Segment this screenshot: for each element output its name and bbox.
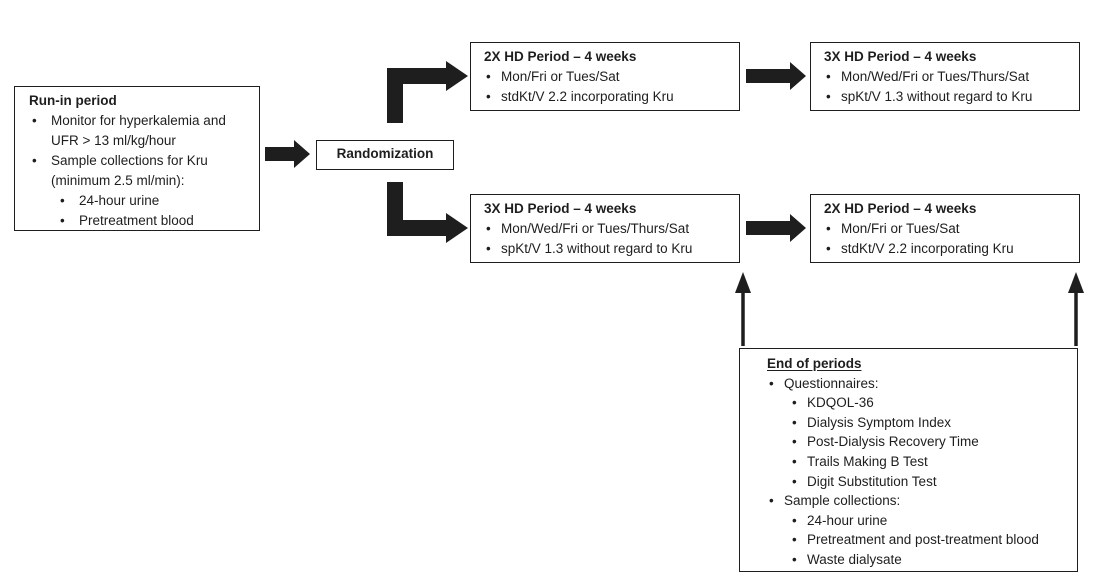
bullet-item: spKt/V 1.3 without regard to Kru xyxy=(484,239,733,259)
end-of-periods-bullet-list: Questionnaires: KDQOL-36 Dialysis Sympto… xyxy=(767,374,1071,570)
period-box-title: 2X HD Period – 4 weeks xyxy=(484,49,637,64)
bullet-text: Pretreatment blood xyxy=(79,213,194,228)
period-box-title: 3X HD Period – 4 weeks xyxy=(484,201,637,216)
bullet-item: stdKt/V 2.2 incorporating Kru xyxy=(824,239,1073,259)
elbow-arrow-up-to-2x-icon xyxy=(387,61,468,123)
bullet-text: Pretreatment and post-treatment blood xyxy=(807,532,1039,548)
bullet-item: Questionnaires: KDQOL-36 Dialysis Sympto… xyxy=(767,374,1071,492)
arm1-period2-3x-hd-box: 3X HD Period – 4 weeks Mon/Wed/Fri or Tu… xyxy=(810,42,1080,111)
bullet-text: Mon/Fri or Tues/Sat xyxy=(501,69,620,84)
sub-bullet-list: 24-hour urine Pretreatment and post-trea… xyxy=(790,511,1071,570)
bullet-text: Digit Substitution Test xyxy=(807,473,937,489)
elbow-arrow-down-to-3x-icon xyxy=(387,182,468,243)
sub-bullet-item: Waste dialysate xyxy=(790,550,1071,570)
bullet-text: Trails Making B Test xyxy=(807,453,928,469)
sub-bullet-item: Post-Dialysis Recovery Time xyxy=(790,432,1071,452)
sub-bullet-list: 24-hour urine Pretreatment blood xyxy=(57,191,253,231)
bullet-text: Post-Dialysis Recovery Time xyxy=(807,434,979,450)
bullet-text: spKt/V 1.3 without regard to Kru xyxy=(501,241,693,256)
bullet-item: Sample collections for Kru (minimum 2.5 … xyxy=(29,151,253,231)
bullet-text: Sample collections for Kru (minimum 2.5 … xyxy=(51,153,208,188)
sub-bullet-item: Pretreatment blood xyxy=(57,211,253,231)
bullet-list: Mon/Fri or Tues/Sat stdKt/V 2.2 incorpor… xyxy=(824,219,1073,259)
bullet-text: 24-hour urine xyxy=(79,193,160,208)
bullet-list: Mon/Wed/Fri or Tues/Thurs/Sat spKt/V 1.3… xyxy=(824,67,1073,107)
randomization-box: Randomization xyxy=(316,140,454,170)
arrow-3x-to-2x-icon xyxy=(746,214,806,242)
bullet-text: Questionnaires: xyxy=(784,375,879,391)
arm2-period1-3x-hd-box: 3X HD Period – 4 weeks Mon/Wed/Fri or Tu… xyxy=(470,194,740,263)
bullet-item: Monitor for hyperkalemia and UFR > 13 ml… xyxy=(29,111,253,151)
sub-bullet-item: Digit Substitution Test xyxy=(790,472,1071,492)
sub-bullet-list: KDQOL-36 Dialysis Symptom Index Post-Dia… xyxy=(790,393,1071,491)
sub-bullet-item: 24-hour urine xyxy=(790,511,1071,531)
arm2-period2-2x-hd-box: 2X HD Period – 4 weeks Mon/Fri or Tues/S… xyxy=(810,194,1080,263)
sub-bullet-item: Trails Making B Test xyxy=(790,452,1071,472)
bullet-item: Mon/Wed/Fri or Tues/Thurs/Sat xyxy=(824,67,1073,87)
run-in-title: Run-in period xyxy=(29,93,117,108)
bullet-item: spKt/V 1.3 without regard to Kru xyxy=(824,87,1073,107)
arm1-period1-2x-hd-box: 2X HD Period – 4 weeks Mon/Fri or Tues/S… xyxy=(470,42,740,111)
bullet-item: Mon/Fri or Tues/Sat xyxy=(824,219,1073,239)
bullet-text: Dialysis Symptom Index xyxy=(807,414,952,430)
sub-bullet-item: Dialysis Symptom Index xyxy=(790,413,1071,433)
bullet-list: Mon/Wed/Fri or Tues/Thurs/Sat spKt/V 1.3… xyxy=(484,219,733,259)
bullet-text: Waste dialysate xyxy=(807,551,902,567)
bullet-item: Sample collections: 24-hour urine Pretre… xyxy=(767,491,1071,569)
bullet-text: KDQOL-36 xyxy=(807,395,874,411)
end-of-periods-title: End of periods xyxy=(767,356,862,371)
bullet-list: Mon/Fri or Tues/Sat stdKt/V 2.2 incorpor… xyxy=(484,67,733,107)
arrow-runin-to-randomization-icon xyxy=(265,140,310,168)
run-in-bullet-list: Monitor for hyperkalemia and UFR > 13 ml… xyxy=(29,111,253,231)
bullet-text: Mon/Wed/Fri or Tues/Thurs/Sat xyxy=(841,69,1030,84)
bullet-item: Mon/Fri or Tues/Sat xyxy=(484,67,733,87)
up-arrow-right-icon xyxy=(1068,272,1084,346)
period-box-title: 3X HD Period – 4 weeks xyxy=(824,49,977,64)
bullet-text: spKt/V 1.3 without regard to Kru xyxy=(841,89,1033,104)
sub-bullet-item: KDQOL-36 xyxy=(790,393,1071,413)
bullet-text: stdKt/V 2.2 incorporating Kru xyxy=(841,241,1014,256)
bullet-text: Sample collections: xyxy=(784,493,901,509)
up-arrow-left-icon xyxy=(735,272,751,346)
period-box-title: 2X HD Period – 4 weeks xyxy=(824,201,977,216)
bullet-text: Mon/Wed/Fri or Tues/Thurs/Sat xyxy=(501,221,690,236)
run-in-period-box: Run-in period Monitor for hyperkalemia a… xyxy=(14,86,260,231)
bullet-text: 24-hour urine xyxy=(807,512,888,528)
randomization-label: Randomization xyxy=(336,146,434,161)
sub-bullet-item: 24-hour urine xyxy=(57,191,253,211)
bullet-item: Mon/Wed/Fri or Tues/Thurs/Sat xyxy=(484,219,733,239)
bullet-text: stdKt/V 2.2 incorporating Kru xyxy=(501,89,674,104)
bullet-text: Monitor for hyperkalemia and UFR > 13 ml… xyxy=(51,113,226,148)
bullet-text: Mon/Fri or Tues/Sat xyxy=(841,221,960,236)
bullet-item: stdKt/V 2.2 incorporating Kru xyxy=(484,87,733,107)
arrow-2x-to-3x-icon xyxy=(746,62,806,90)
end-of-periods-box: End of periods Questionnaires: KDQOL-36 … xyxy=(739,348,1078,572)
sub-bullet-item: Pretreatment and post-treatment blood xyxy=(790,530,1071,550)
